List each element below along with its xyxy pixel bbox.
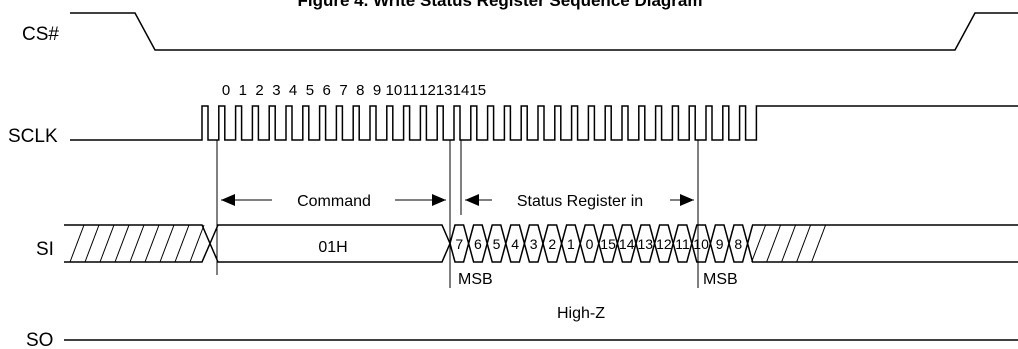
clock-count-10: 10 <box>386 82 403 99</box>
si-bit-8: 8 <box>734 236 742 252</box>
si-bit-1: 1 <box>567 236 575 252</box>
si-bit-2: 2 <box>548 236 556 252</box>
msb-label-1: MSB <box>458 271 493 288</box>
si-bit-0: 0 <box>586 236 594 252</box>
clock-count-6: 6 <box>323 82 331 99</box>
clock-count-1: 1 <box>239 82 247 99</box>
cs-label: CS# <box>22 24 59 45</box>
clock-count-9: 9 <box>373 82 381 99</box>
msb-label-2: MSB <box>703 271 738 288</box>
cs-waveform <box>70 12 1018 51</box>
si-dont-care-tail <box>746 224 1018 263</box>
clock-count-2: 2 <box>255 82 263 99</box>
clock-count-8: 8 <box>356 82 364 99</box>
si-bit-3: 3 <box>530 236 538 252</box>
status-register-label: Status Register in <box>517 193 643 210</box>
command-arrow <box>221 194 446 206</box>
si-bit-10: 10 <box>693 236 709 252</box>
si-bit-7: 7 <box>455 236 463 252</box>
clock-count-15: 15 <box>469 82 486 99</box>
clock-count-3: 3 <box>272 82 280 99</box>
sclk-path <box>70 105 1018 141</box>
so-label: SO <box>26 330 53 349</box>
clock-count-11: 11 <box>403 82 419 99</box>
si-bit-5: 5 <box>493 236 501 252</box>
clock-count-12: 12 <box>419 82 436 99</box>
command-label: Command <box>297 193 371 210</box>
si-bit-13: 13 <box>638 236 654 252</box>
diagram-title: Figure 4. Write Status Register Sequence… <box>298 0 703 10</box>
si-bit-4: 4 <box>511 236 519 252</box>
clock-count-5: 5 <box>306 82 314 99</box>
sclk-label: SCLK <box>8 126 58 147</box>
clock-count-4: 4 <box>289 82 297 99</box>
si-bit-9: 9 <box>716 236 724 252</box>
si-bit-14: 14 <box>619 236 635 252</box>
si-label: SI <box>36 239 54 260</box>
si-bit-15: 15 <box>600 236 616 252</box>
status-register-arrow <box>465 194 694 206</box>
clock-count-7: 7 <box>339 82 347 99</box>
si-dont-care-lead <box>64 224 211 263</box>
si-bit-6: 6 <box>474 236 482 252</box>
command-value: 01H <box>318 239 347 256</box>
clock-count-13: 13 <box>436 82 453 99</box>
si-bit-12: 12 <box>656 236 672 252</box>
clock-count-14: 14 <box>453 82 470 99</box>
sclk-waveform <box>70 105 1018 141</box>
si-bit-11: 11 <box>675 236 690 252</box>
high-z-label: High-Z <box>557 305 605 322</box>
clock-count-0: 0 <box>222 82 230 99</box>
